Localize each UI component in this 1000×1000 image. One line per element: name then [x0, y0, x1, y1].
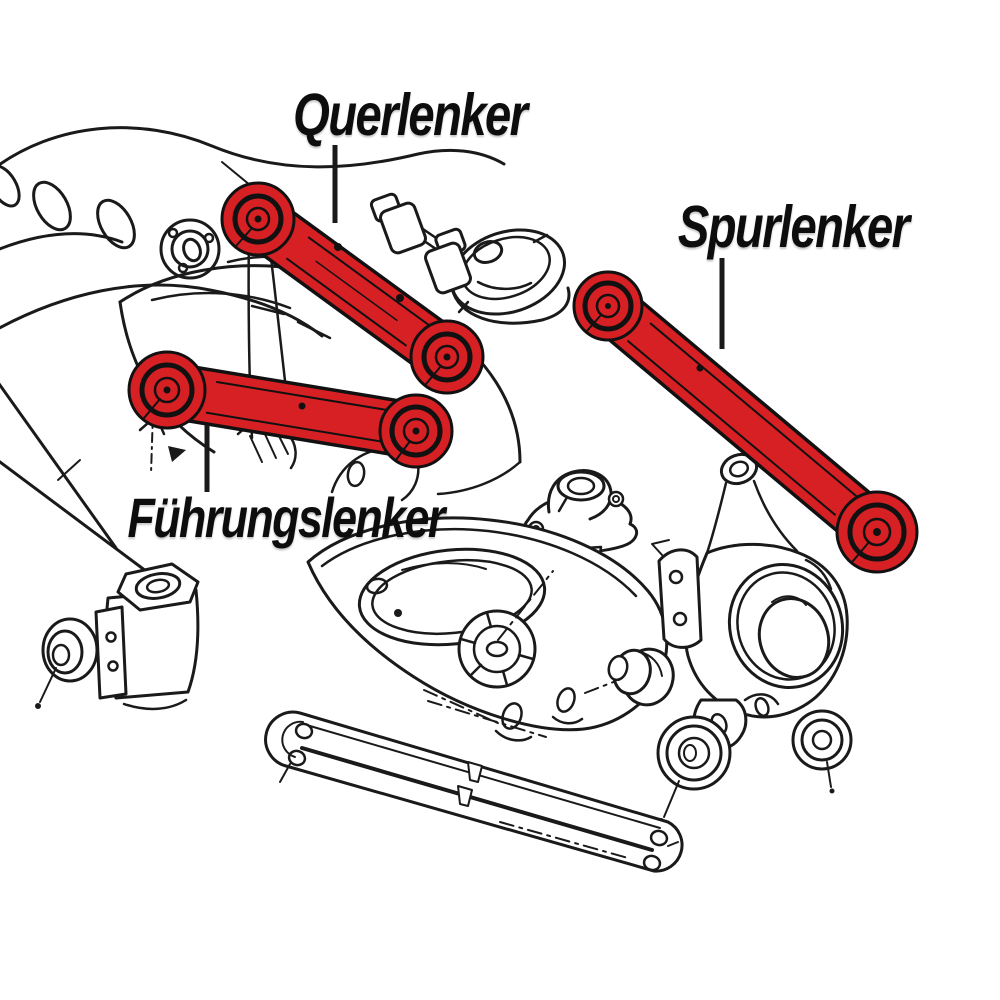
subframe-beam-drawing — [0, 382, 152, 576]
link-rod-drawing — [369, 192, 472, 295]
knuckle-drawing — [651, 452, 849, 751]
subframe-bushing-drawing — [35, 562, 200, 711]
bushing-large-drawing — [656, 715, 732, 824]
fuehrungslenker-arm — [127, 350, 454, 469]
cone-bushing-drawing — [607, 647, 675, 707]
spurlenker-arm — [572, 270, 919, 574]
lower-control-arm-drawing — [306, 516, 669, 742]
trailing-arm-drawing — [264, 710, 684, 873]
bushing-small-drawing — [791, 709, 853, 794]
subframe-rail-drawing — [0, 126, 506, 338]
querlenker-arm — [220, 181, 485, 395]
leader-lines — [204, 145, 725, 492]
